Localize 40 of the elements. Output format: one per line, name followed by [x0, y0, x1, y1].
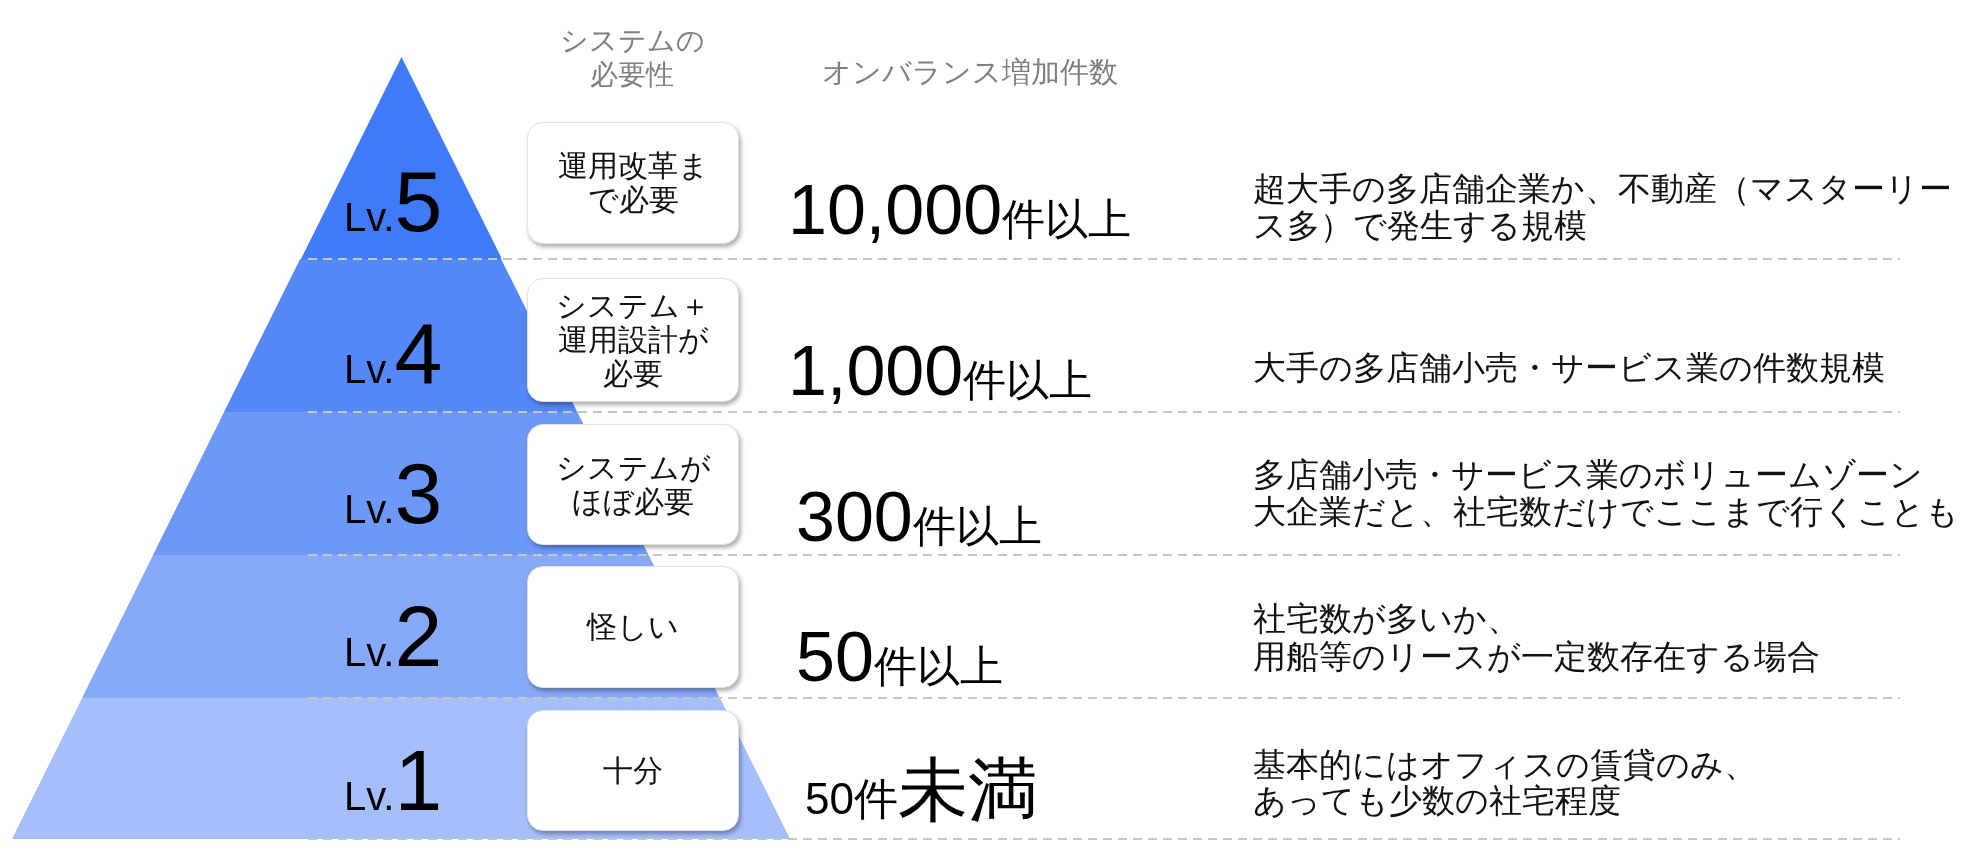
count-suffix: 件以上	[1002, 197, 1132, 241]
column-heading: システムの必要性	[558, 24, 706, 92]
description-text: 大手の多店舗小売・サービス業の件数規模	[1253, 350, 1885, 387]
level-number: 3	[394, 449, 443, 536]
count-suffix: 件以上	[912, 504, 1042, 548]
requirement-text: 十分	[603, 753, 663, 788]
description-text: 超大手の多店舗企業か、不動産（マスターリース多）で発生する規模	[1253, 171, 1953, 245]
level-prefix: Lv.	[344, 631, 395, 672]
level-number: 2	[394, 592, 443, 679]
description-text: 社宅数が多いか、	[1253, 601, 1520, 638]
rounded-box	[527, 424, 739, 545]
description-text: あっても少数の社宅程度	[1253, 783, 1621, 820]
rounded-box	[527, 122, 739, 244]
count-suffix: 件以上	[963, 358, 1093, 402]
requirement-text: 運用改革まで必要	[556, 149, 710, 217]
count-value: 10,000	[788, 174, 1003, 245]
requirement-text: システムがほぼ必要	[554, 450, 712, 519]
pyramid-band	[300, 57, 502, 259]
count-suffix: 未満	[897, 754, 1038, 825]
count-value: 50件	[805, 776, 898, 821]
requirement-text: 怪しい	[587, 610, 679, 644]
count-value: 50	[796, 621, 874, 692]
description-text: 基本的にはオフィスの賃貸のみ、	[1253, 747, 1757, 784]
count-value: 1,000	[788, 335, 964, 406]
level-prefix: Lv.	[344, 488, 395, 529]
level-number: 1	[394, 736, 443, 823]
level-prefix: Lv.	[344, 775, 395, 816]
rounded-box	[527, 566, 739, 688]
requirement-text: システム＋運用設計が必要	[555, 289, 711, 391]
description-text: 用船等のリースが一定数存在する場合	[1253, 639, 1820, 676]
description-text: 大企業だと、社宅数だけでここまで行くことも	[1253, 494, 1953, 531]
level-number: 5	[394, 157, 443, 244]
level-number: 4	[394, 309, 443, 396]
column-heading: オンバランス増加件数	[822, 55, 1118, 89]
level-prefix: Lv.	[344, 348, 395, 389]
rounded-box	[527, 278, 739, 402]
level-prefix: Lv.	[344, 196, 395, 237]
count-value: 300	[796, 481, 913, 552]
count-suffix: 件以上	[873, 644, 1003, 688]
description-text: 多店舗小売・サービス業のボリュームゾーン	[1253, 457, 1923, 494]
